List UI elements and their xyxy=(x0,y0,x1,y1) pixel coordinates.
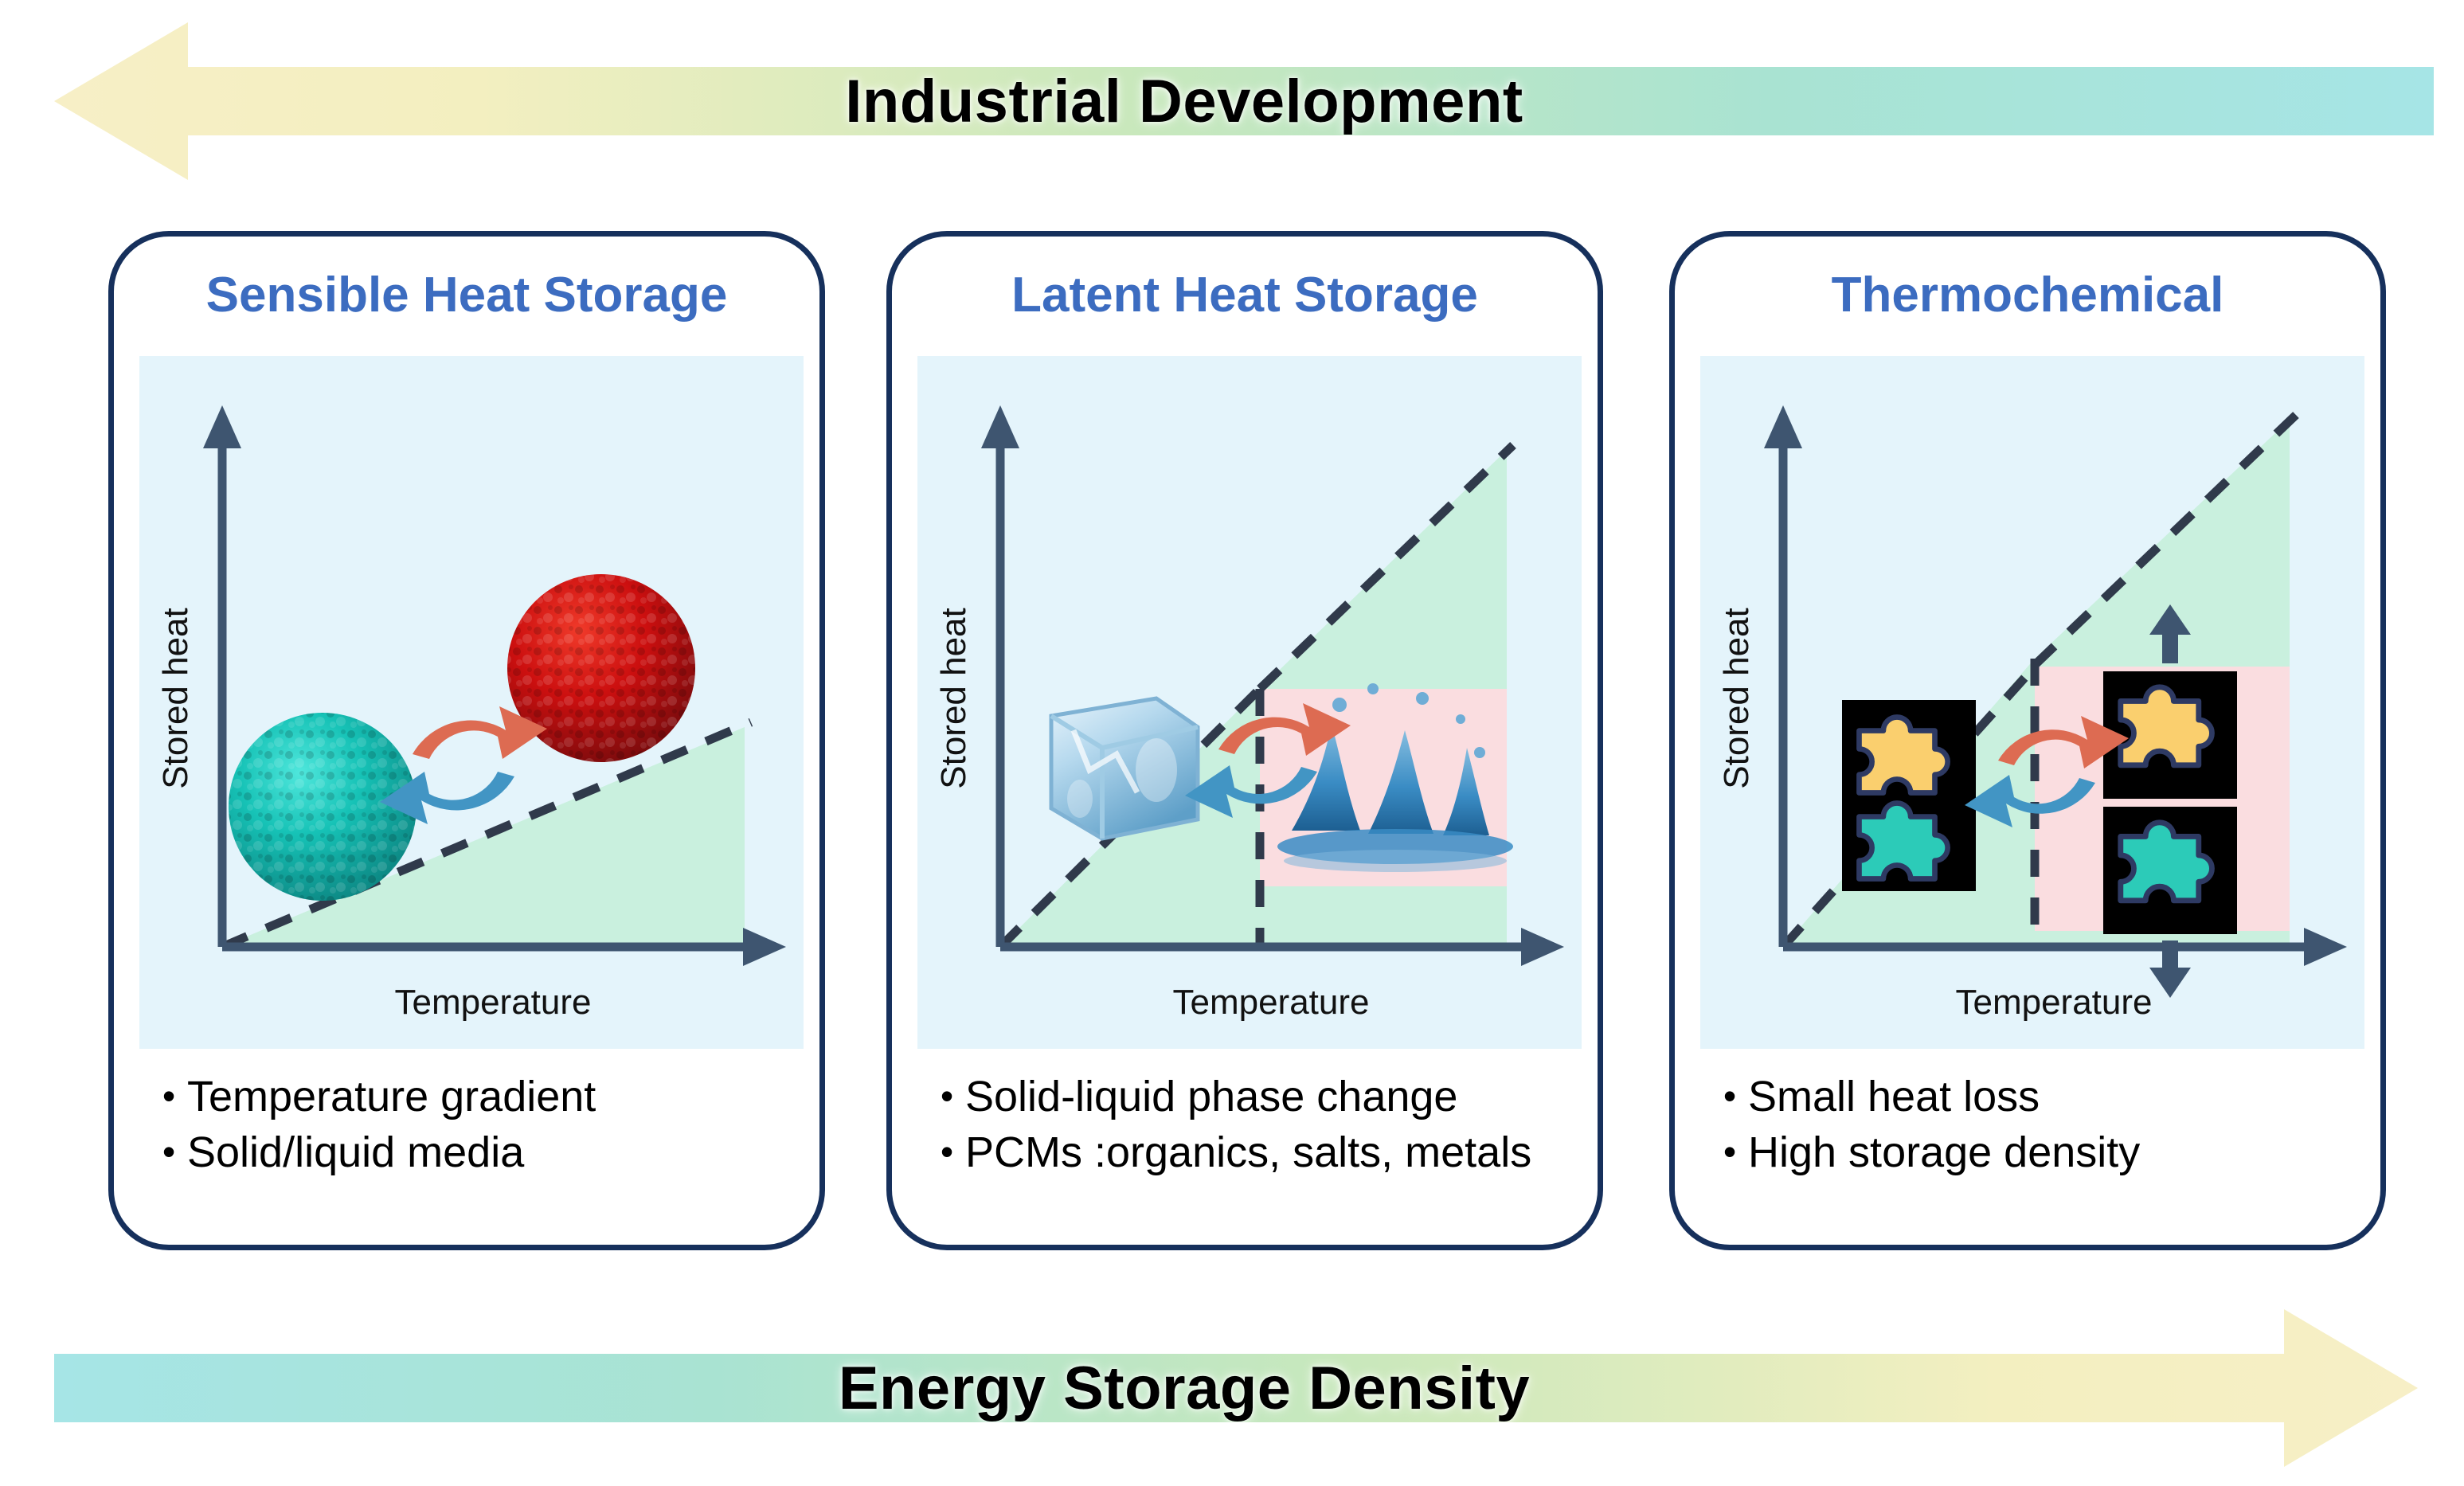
bullet-dot-icon: • xyxy=(1723,1075,1737,1116)
trend-line-dashed-upper xyxy=(2032,412,2299,668)
water-splash-icon xyxy=(1277,683,1513,872)
x-axis-label: Temperature xyxy=(1172,983,1369,1022)
card-thermochemical[interactable]: Thermochemical xyxy=(1669,231,2386,1250)
chart-canvas-thermochemical: Temperature Stored heat xyxy=(1717,405,2347,1022)
banner-bottom-label: Energy Storage Density xyxy=(838,1354,1531,1422)
x-axis-label: Temperature xyxy=(394,983,591,1022)
trend-line-dashed-lower xyxy=(1779,663,2039,950)
y-axis-arrowhead xyxy=(1764,405,1802,448)
bullet-dot-icon: • xyxy=(162,1075,176,1116)
trend-line-dashed xyxy=(220,718,753,952)
card-sensible-heat-storage[interactable]: Sensible Heat Storage xyxy=(108,231,825,1250)
bullet-text: PCMs :organics, salts, metals xyxy=(965,1128,1532,1176)
cycle-arrows-icon xyxy=(1965,716,2129,827)
x-axis-arrowhead xyxy=(2304,928,2347,966)
trend-line-dashed-upper xyxy=(1257,442,1516,692)
chart-latent-heat-storage: Temperature Stored heat xyxy=(917,356,1582,1049)
trend-line-dashed-lower xyxy=(997,686,1263,950)
puzzle-pair-separated-icon xyxy=(2103,604,2237,998)
card-title-latent: Latent Heat Storage xyxy=(1011,268,1478,323)
chart-thermochemical: Temperature Stored heat xyxy=(1700,356,2364,1049)
list-item: • Solid-liquid phase change xyxy=(929,1071,1574,1124)
bullet-dot-icon: • xyxy=(940,1075,954,1116)
bullet-text: Small heat loss xyxy=(1748,1073,2040,1120)
hot-solid-sphere-icon xyxy=(507,574,695,762)
left-arrow-shape xyxy=(54,22,2434,180)
cycle-arrows-icon xyxy=(1185,703,1351,818)
x-axis-label: Temperature xyxy=(1955,983,2152,1022)
list-item: • PCMs :organics, salts, metals xyxy=(929,1127,1574,1179)
bullet-list-thermochemical: • Small heat loss • High storage density xyxy=(1711,1071,2356,1183)
bullet-text: Solid-liquid phase change xyxy=(965,1073,1458,1120)
x-axis-arrowhead xyxy=(743,928,786,966)
puzzle-pair-joined-icon xyxy=(1842,700,1976,891)
ice-cube-icon xyxy=(1049,696,1200,841)
bullet-text: Solid/liquid media xyxy=(187,1128,525,1176)
banner-industrial-development: Industrial Development xyxy=(0,18,2464,185)
y-axis-label: Stored heat xyxy=(934,608,973,789)
y-axis-label: Stored heat xyxy=(156,608,195,789)
banner-top-label: Industrial Development xyxy=(845,67,1523,135)
card-title-thermochemical: Thermochemical xyxy=(1831,268,2224,323)
chart-canvas-sensible: Temperature Stored heat xyxy=(156,405,786,1022)
y-axis-arrowhead xyxy=(981,405,1019,448)
separation-down-arrow-icon xyxy=(2149,940,2191,998)
list-item: • High storage density xyxy=(1711,1127,2356,1179)
banner-energy-storage-density: Energy Storage Density xyxy=(0,1304,2464,1472)
cold-solid-sphere-icon xyxy=(229,713,417,901)
bullet-dot-icon: • xyxy=(162,1130,176,1172)
card-latent-heat-storage[interactable]: Latent Heat Storage xyxy=(886,231,1603,1250)
chart-sensible-heat-storage: Temperature Stored heat xyxy=(139,356,804,1049)
list-item: • Small heat loss xyxy=(1711,1071,2356,1124)
bullet-text: Temperature gradient xyxy=(187,1073,596,1120)
bullet-text: High storage density xyxy=(1748,1128,2141,1176)
card-title-sensible: Sensible Heat Storage xyxy=(205,268,728,323)
cycle-arrows-icon xyxy=(380,706,547,824)
y-axis-arrowhead xyxy=(203,405,241,448)
right-arrow-shape xyxy=(54,1309,2418,1467)
chart-canvas-latent: Temperature Stored heat xyxy=(934,405,1564,1022)
bullet-list-latent: • Solid-liquid phase change • PCMs :orga… xyxy=(929,1071,1574,1183)
bullet-list-sensible: • Temperature gradient • Solid/liquid me… xyxy=(151,1071,796,1183)
bullet-dot-icon: • xyxy=(940,1130,954,1172)
x-axis-arrowhead xyxy=(1521,928,1564,966)
list-item: • Temperature gradient xyxy=(151,1071,796,1124)
storage-type-cards: Sensible Heat Storage xyxy=(0,231,2464,1266)
separation-up-arrow-icon xyxy=(2149,604,2191,663)
y-axis-label: Stored heat xyxy=(1717,608,1756,789)
bullet-dot-icon: • xyxy=(1723,1130,1737,1172)
list-item: • Solid/liquid media xyxy=(151,1127,796,1179)
